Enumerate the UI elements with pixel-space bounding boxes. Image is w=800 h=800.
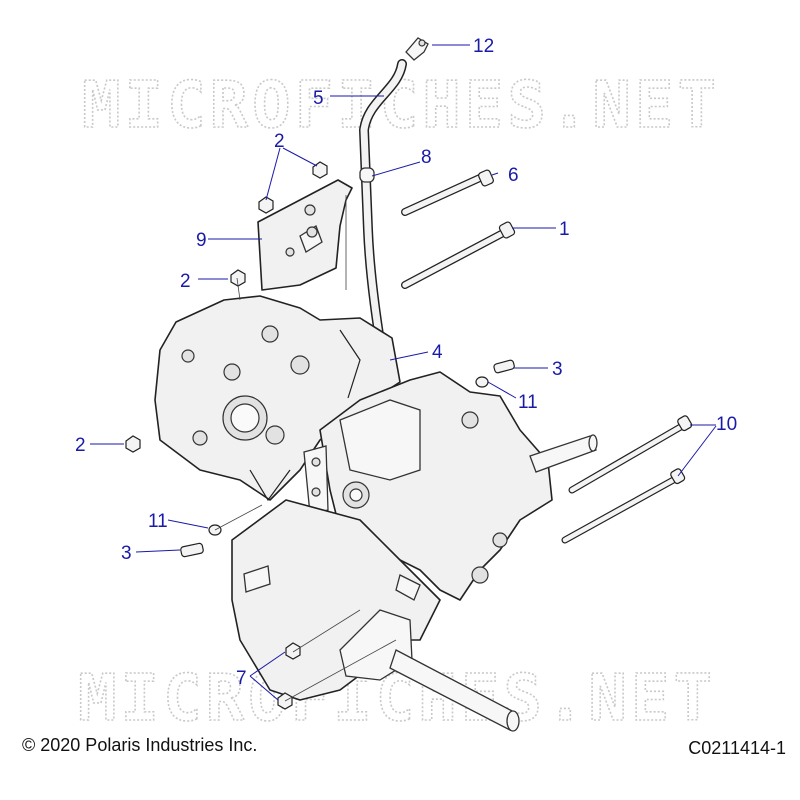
output-shaft-lower xyxy=(389,649,520,732)
long-bolt-1 xyxy=(401,221,516,289)
nut-2a xyxy=(312,161,328,179)
nut-7a xyxy=(285,642,301,660)
mount-bracket xyxy=(257,179,353,291)
nut-2c xyxy=(230,269,246,287)
bolt-3a xyxy=(493,359,515,374)
elbow-fitting xyxy=(405,37,429,61)
callout-10: 10 xyxy=(716,414,737,435)
hose-clamp-8 xyxy=(359,167,375,183)
callout-2-left: 2 xyxy=(75,435,86,456)
long-bolt-10-upper xyxy=(568,415,693,494)
callout-12: 12 xyxy=(473,36,494,57)
callout-3-right: 3 xyxy=(552,359,563,380)
callout-6: 6 xyxy=(508,165,519,186)
nut-2b xyxy=(258,196,274,214)
copyright-text: © 2020 Polaris Industries Inc. xyxy=(22,735,258,755)
long-bolt-6 xyxy=(401,169,494,216)
bolt-3b xyxy=(180,542,204,558)
assembly-lines xyxy=(214,195,397,702)
callout-2-top: 2 xyxy=(274,131,285,152)
leader-lines xyxy=(90,44,717,701)
nut-2d xyxy=(125,435,141,453)
callout-7: 7 xyxy=(236,668,247,689)
output-shaft-upper xyxy=(529,434,598,473)
callout-5: 5 xyxy=(313,88,324,109)
callout-8: 8 xyxy=(421,147,432,168)
callout-11-right: 11 xyxy=(518,392,538,413)
watermark-bottom: MICROFICHES.NET xyxy=(78,662,716,736)
long-bolt-10-lower xyxy=(561,468,686,544)
callout-11-left: 11 xyxy=(148,511,168,532)
callout-2-mid: 2 xyxy=(180,271,191,292)
callout-1: 1 xyxy=(559,219,570,240)
callout-3-left: 3 xyxy=(121,543,132,564)
callout-9: 9 xyxy=(196,230,207,251)
drawing-code: C0211414-1 xyxy=(688,738,786,758)
washer-11a xyxy=(475,376,489,388)
callout-4: 4 xyxy=(432,342,443,363)
